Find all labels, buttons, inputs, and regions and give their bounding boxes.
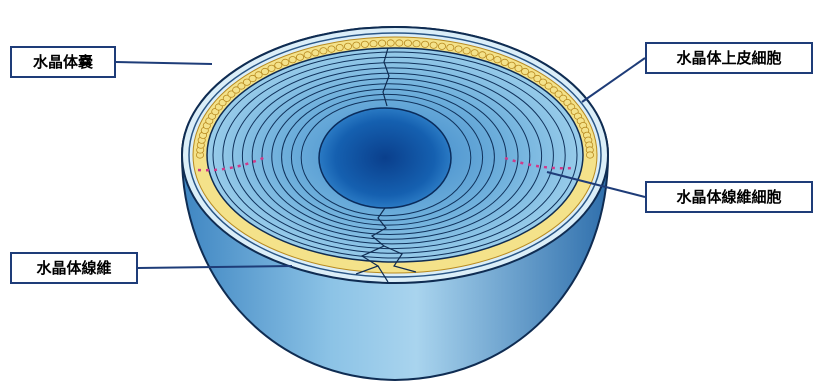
epithelial-cell (396, 40, 403, 46)
epithelial-cell (261, 68, 268, 74)
epithelial-cell (289, 57, 296, 63)
epithelial-cell (361, 41, 368, 47)
lens-fiber-label: 水晶体線維 (10, 252, 138, 284)
leader-line-capsule (116, 62, 212, 64)
lens-epithelial-cell-label: 水晶体上皮細胞 (645, 42, 813, 74)
epithelial-cell (336, 44, 343, 50)
epithelial-cell (586, 152, 593, 158)
epithelial-cell (494, 57, 501, 63)
epithelial-cell (479, 52, 486, 58)
epithelial-cell (515, 65, 522, 71)
epithelial-cell (455, 46, 462, 52)
epithelial-cell (370, 41, 377, 47)
epithelial-cell (312, 50, 319, 56)
epithelial-cell (379, 40, 386, 46)
leader-line-epithelium (582, 58, 645, 102)
epithelial-cell (344, 43, 351, 49)
epithelial-cell (413, 41, 420, 47)
epithelial-cell (508, 62, 515, 68)
epithelial-cell (296, 54, 303, 60)
lens-capsule-label: 水晶体嚢 (10, 46, 116, 78)
epithelial-cell (328, 46, 335, 52)
epithelial-cell (430, 42, 437, 48)
epithelial-cell (486, 54, 493, 60)
epithelial-cell (463, 48, 470, 54)
epithelial-cell (387, 40, 394, 46)
epithelial-cell (447, 44, 454, 50)
epithelial-cell (501, 59, 508, 65)
epithelial-cell (282, 59, 289, 65)
epithelial-cell (438, 43, 445, 49)
epithelial-cell (353, 42, 360, 48)
epithelial-cell (320, 48, 327, 54)
epithelial-cell (471, 50, 478, 56)
epithelial-cell (268, 65, 275, 71)
lens-fiber-cell-label: 水晶体線維細胞 (645, 181, 813, 213)
epithelial-cell (275, 62, 282, 68)
epithelial-cell (404, 40, 411, 46)
epithelial-cell (422, 41, 429, 47)
epithelial-cell (304, 52, 311, 58)
lens-nucleus (319, 108, 451, 208)
